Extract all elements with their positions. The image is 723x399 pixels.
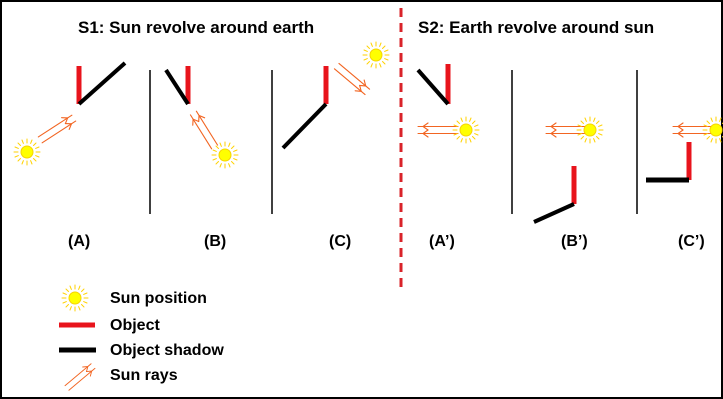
panel-c-illustration [281, 41, 390, 150]
sun-icon-b [211, 141, 239, 169]
s1-title: S1: Sun revolve around earth [78, 18, 315, 37]
sun-rays-b [186, 108, 222, 152]
sun-icon-a [13, 138, 41, 166]
sun-rays-c [331, 60, 373, 98]
legend-graphics [59, 284, 98, 393]
sun-rays-a [35, 111, 79, 147]
shadow-c [281, 102, 328, 150]
panel-a-prime-illustration [416, 64, 480, 144]
shadow-b [164, 68, 190, 106]
panel-label-a-prime: (A’) [429, 233, 455, 250]
shadow-b-prime [533, 202, 575, 224]
sun-icon-b-prime [576, 116, 604, 144]
sun-icon-c [362, 41, 390, 69]
legend-rays-label: Sun rays [110, 367, 178, 384]
s2-title: S2: Earth revolve around sun [418, 18, 655, 37]
panel-b-illustration [164, 66, 239, 169]
sun-icon-c-prime [702, 116, 723, 144]
legend-sun-icon [61, 284, 89, 312]
panel-label-b: (B) [204, 233, 227, 250]
legend-rays-icon [62, 361, 98, 393]
panel-label-c-prime: (C’) [678, 233, 705, 250]
panel-a-illustration [13, 61, 127, 166]
sun-rays-a-prime [417, 122, 459, 138]
legend-sun-label: Sun position [110, 290, 207, 307]
legend-object-label: Object [110, 317, 160, 334]
panel-b-prime-illustration [533, 116, 604, 224]
legend-shadow-label: Object shadow [110, 342, 224, 359]
panel-label-b-prime: (B’) [561, 233, 588, 250]
panel-c-prime-illustration [646, 116, 723, 183]
sun-icon-a-prime [452, 116, 480, 144]
panel-label-c: (C) [329, 233, 352, 250]
shadow-a [77, 61, 127, 106]
panel-label-a: (A) [68, 233, 91, 250]
shadow-a-prime [416, 68, 450, 106]
